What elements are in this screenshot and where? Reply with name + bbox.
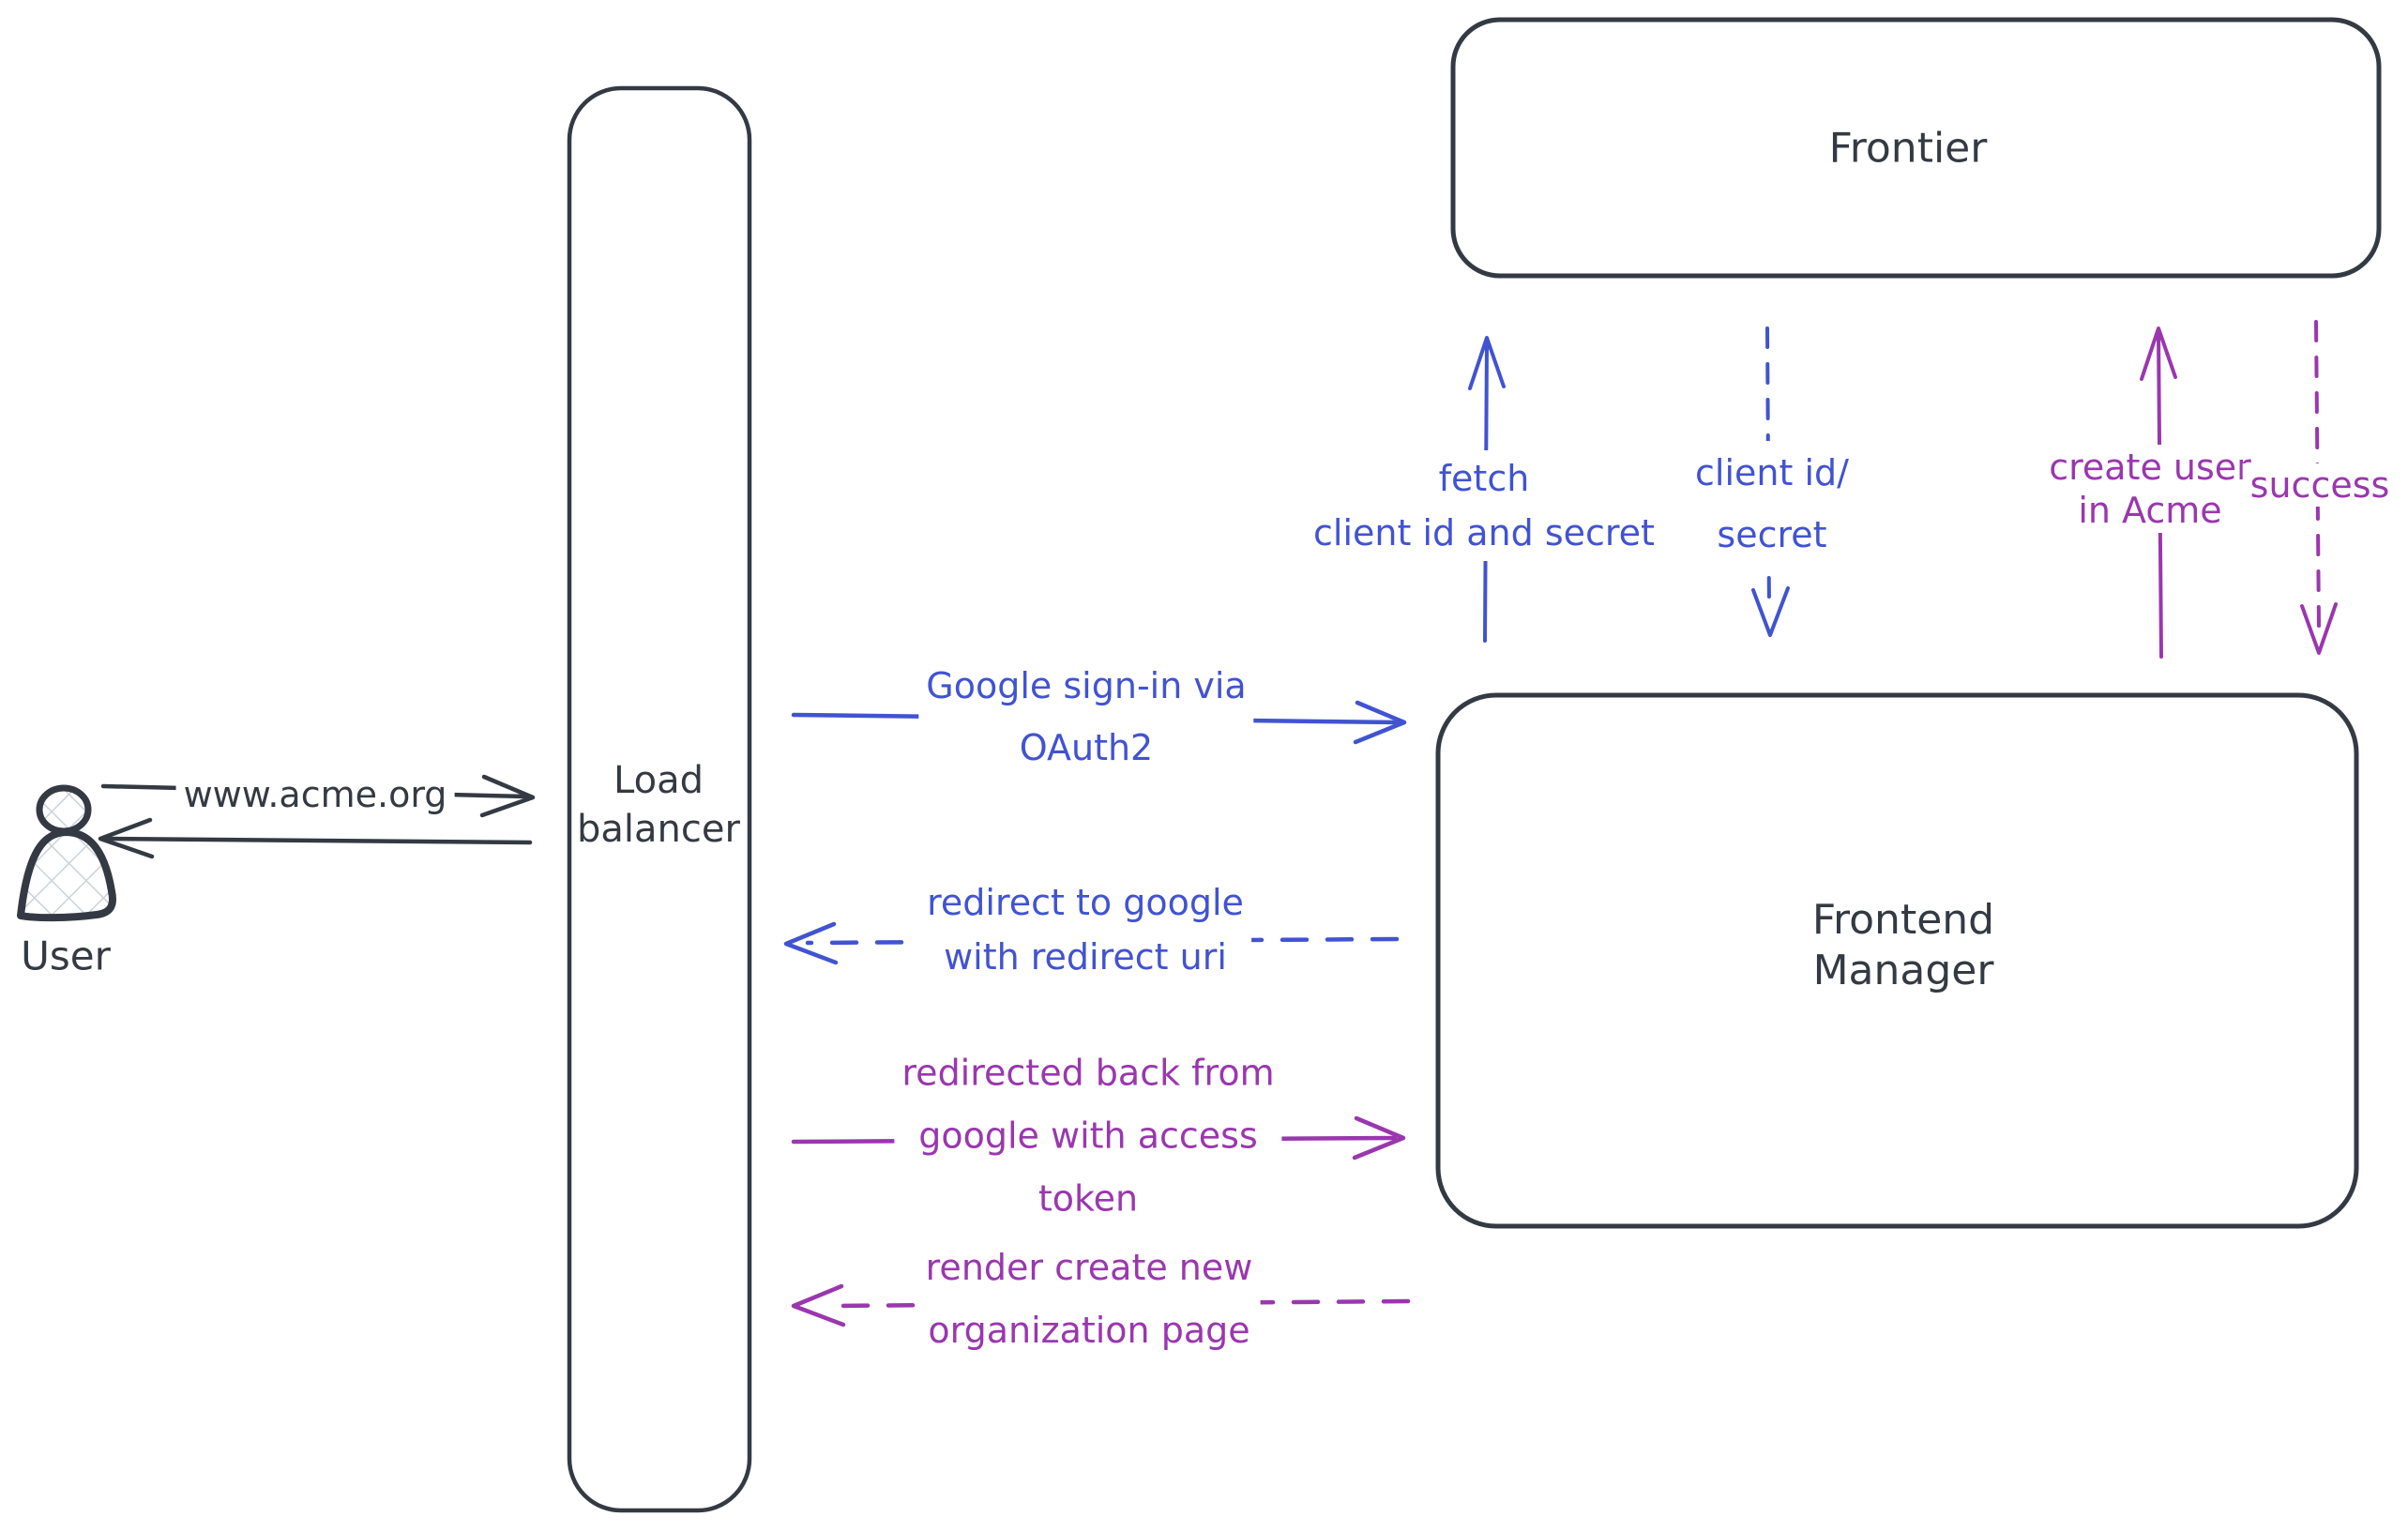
edge-label-fetch-client: fetch client id and secret: [1306, 450, 1662, 561]
arrowhead-right-icon: [1353, 700, 1407, 745]
arrow-response-to-user[interactable]: [98, 817, 533, 859]
arrowhead-left-icon: [791, 1283, 846, 1327]
arrowhead-right-icon: [479, 774, 536, 818]
edge-label-redirected-back: redirected back from google with access …: [894, 1040, 1282, 1232]
load-balancer-label: Load balancer: [577, 759, 740, 851]
arrowhead-up-icon: [1468, 336, 1506, 390]
arrowhead-right-icon: [1352, 1115, 1406, 1160]
user-label: User: [21, 933, 111, 979]
frontier-box[interactable]: [1450, 17, 2382, 279]
edge-label-www-acme: www.acme.org: [175, 773, 455, 816]
arrowhead-left-icon: [98, 817, 155, 859]
frontend-manager-label: Frontend Manager: [1811, 896, 1995, 994]
edge-label-create-user: create user in Acme: [2041, 445, 2259, 533]
arrowhead-up-icon: [2140, 326, 2177, 381]
arrowhead-down-icon: [2300, 602, 2338, 655]
edge-label-client-id-secret: client id/ secret: [1688, 441, 1856, 567]
arrowhead-down-icon: [1751, 586, 1790, 637]
load-balancer-box[interactable]: [567, 85, 752, 1513]
edge-label-google-signin: Google sign-in via OAuth2: [918, 654, 1254, 780]
edge-label-render-org: render create new organization page: [917, 1236, 1261, 1363]
edge-label-redirect-google: redirect to google with redirect uri: [919, 874, 1251, 985]
user-actor-icon[interactable]: [17, 784, 117, 922]
arrowhead-left-icon: [783, 921, 839, 965]
frontend-manager-box[interactable]: [1435, 692, 2359, 1229]
frontier-label: Frontier: [1828, 124, 1988, 173]
edge-label-success: success: [2242, 463, 2398, 507]
